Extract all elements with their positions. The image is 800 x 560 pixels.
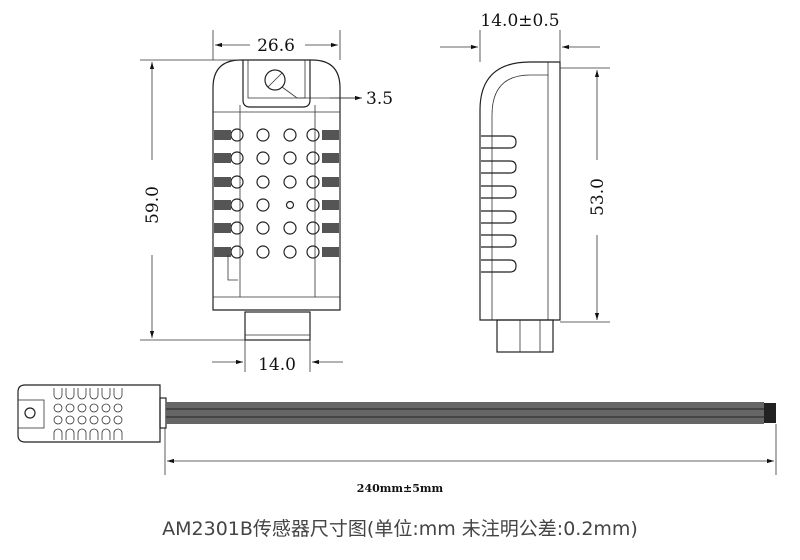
vent-slot bbox=[77, 388, 87, 400]
vent-holes bbox=[214, 128, 339, 259]
vent-hole bbox=[306, 198, 320, 212]
dim-front-width: 26.6 bbox=[257, 36, 295, 56]
vent-hole bbox=[256, 128, 270, 142]
vent-slot bbox=[77, 428, 87, 440]
vent-slot bbox=[53, 428, 63, 440]
dim-side-depth: 14.0±0.5 bbox=[480, 11, 559, 31]
vent-hole bbox=[230, 198, 244, 212]
side-slot bbox=[322, 153, 339, 163]
side-slot bbox=[322, 223, 339, 233]
side-slot bbox=[322, 177, 339, 187]
vent-hole bbox=[101, 403, 111, 413]
side-fins bbox=[481, 135, 517, 273]
vent-hole bbox=[306, 151, 320, 165]
side-slot bbox=[214, 177, 231, 187]
vent-hole bbox=[230, 128, 244, 142]
vent-hole bbox=[77, 415, 87, 425]
side-fin bbox=[481, 185, 517, 199]
side-slot bbox=[322, 247, 339, 257]
dim-cable-length: 240mm±5mm bbox=[357, 482, 444, 495]
vent-hole bbox=[256, 151, 270, 165]
side-slot bbox=[214, 130, 231, 140]
vent-hole bbox=[283, 175, 297, 189]
vent-slot bbox=[65, 428, 75, 440]
cable-view bbox=[17, 384, 776, 443]
vent-hole bbox=[53, 415, 63, 425]
vent-hole bbox=[256, 175, 270, 189]
side-slot bbox=[322, 130, 339, 140]
vent-slot bbox=[53, 388, 63, 400]
vent-hole bbox=[65, 403, 75, 413]
side-fin bbox=[481, 234, 517, 248]
vent-slot bbox=[101, 388, 111, 400]
mounting-hole bbox=[264, 69, 286, 91]
dim-side-height: 53.0 bbox=[588, 178, 608, 216]
vent-hole bbox=[230, 151, 244, 165]
vent-hole bbox=[230, 245, 244, 259]
vent-hole bbox=[77, 403, 87, 413]
vent-hole bbox=[89, 415, 99, 425]
vent-slot bbox=[89, 388, 99, 400]
side-slot bbox=[214, 200, 231, 210]
side-slot bbox=[214, 223, 231, 233]
dim-connector-width: 14.0 bbox=[258, 355, 296, 375]
vent-slot bbox=[65, 388, 75, 400]
vent-hole bbox=[283, 128, 297, 142]
vent-hole bbox=[285, 200, 295, 210]
vent-slot bbox=[101, 428, 111, 440]
vent-hole bbox=[230, 221, 244, 235]
vent-hole bbox=[306, 245, 320, 259]
vent-slot bbox=[113, 428, 123, 440]
side-fin bbox=[481, 259, 517, 273]
vent-hole bbox=[306, 128, 320, 142]
vent-hole bbox=[306, 221, 320, 235]
front-view bbox=[212, 59, 362, 341]
vent-hole bbox=[256, 245, 270, 259]
vent-hole bbox=[306, 175, 320, 189]
vent-hole bbox=[113, 403, 123, 413]
side-view bbox=[479, 61, 561, 353]
dim-hole-diameter: 3.5 bbox=[366, 89, 393, 109]
vent-slot bbox=[89, 428, 99, 440]
vent-hole bbox=[65, 415, 75, 425]
side-fin bbox=[481, 135, 517, 149]
side-fin bbox=[481, 210, 517, 224]
side-slot bbox=[322, 200, 339, 210]
vent-hole bbox=[101, 415, 111, 425]
vent-slot bbox=[113, 388, 123, 400]
vent-hole bbox=[283, 151, 297, 165]
caption: AM2301B传感器尺寸图(单位:mm 未注明公差:0.2mm) bbox=[162, 518, 638, 540]
vent-hole bbox=[89, 403, 99, 413]
side-fin bbox=[481, 160, 517, 174]
vent-hole bbox=[113, 415, 123, 425]
side-slot bbox=[214, 153, 231, 163]
side-slot bbox=[214, 247, 231, 257]
dim-front-height: 59.0 bbox=[143, 186, 163, 224]
vent-hole bbox=[283, 245, 297, 259]
vent-hole bbox=[283, 221, 297, 235]
vent-hole bbox=[256, 221, 270, 235]
vent-hole bbox=[256, 198, 270, 212]
vent-hole bbox=[53, 403, 63, 413]
vent-hole bbox=[230, 175, 244, 189]
